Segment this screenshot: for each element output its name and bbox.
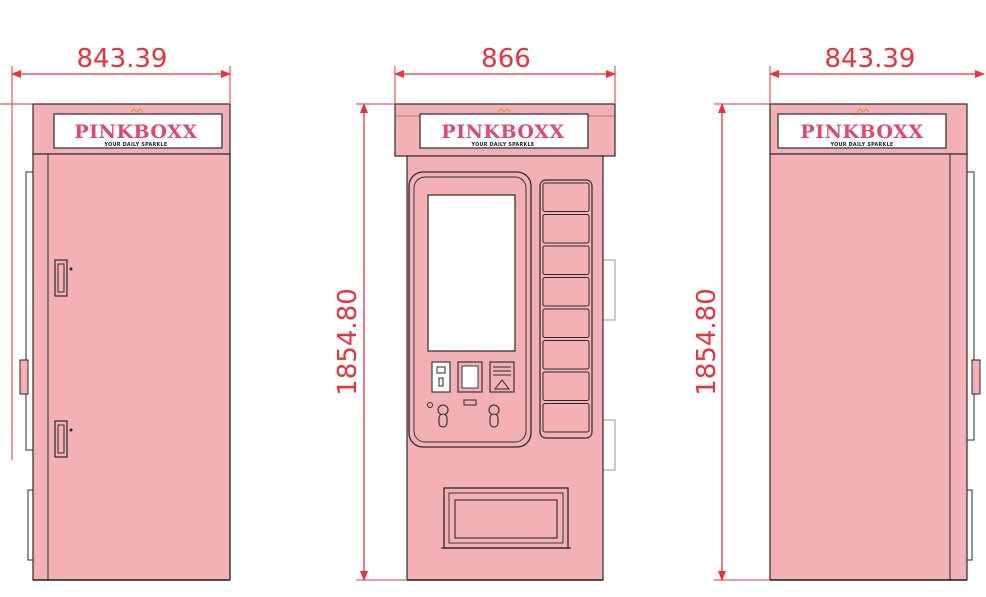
- locker-door[interactable]: [542, 308, 590, 338]
- locker-door[interactable]: [542, 182, 590, 212]
- right-height-dimension: 1854.80: [692, 103, 770, 581]
- crown-icon: [497, 108, 511, 113]
- left-side-bracket: [19, 359, 29, 395]
- right-brand-tagline: YOUR DAILY SPARKLE: [830, 142, 894, 148]
- left-handle-upper: [54, 259, 68, 297]
- left-brand-logo: PINKBOXX: [74, 121, 197, 143]
- left-cabinet-body: [32, 153, 231, 581]
- left-side-view: PINKBOXX YOUR DAILY SPARKLE: [19, 103, 231, 581]
- locker-door[interactable]: [542, 214, 590, 244]
- left-side-rail: [25, 171, 34, 451]
- front-width-dimension: 866: [394, 44, 616, 104]
- locker-door[interactable]: [542, 403, 590, 433]
- right-side-rail: [966, 171, 975, 441]
- right-logo-panel: [777, 113, 947, 149]
- front-height-dimension: 1854.80: [333, 103, 407, 581]
- locker-door[interactable]: [542, 245, 590, 275]
- right-brand-logo: PINKBOXX: [800, 121, 923, 143]
- front-width-label: 866: [481, 44, 531, 74]
- indicator-slot: [463, 399, 477, 406]
- locker-door[interactable]: [542, 340, 590, 370]
- left-logo-panel: [53, 113, 223, 149]
- right-width-label: 843.39: [825, 44, 916, 74]
- locker-door[interactable]: [542, 277, 590, 307]
- crown-icon: [130, 108, 144, 113]
- left-width-dimension: 843.39: [0, 44, 231, 460]
- left-width-label: 843.39: [77, 44, 168, 74]
- right-width-dimension: 843.39: [769, 44, 985, 104]
- right-side-view: PINKBOXX YOUR DAILY SPARKLE: [769, 103, 981, 581]
- front-view: PINKBOXX YOUR DAILY SPARKLE: [394, 103, 616, 581]
- right-cabinet-body: [769, 153, 968, 581]
- left-brand-tagline: YOUR DAILY SPARKLE: [104, 142, 168, 148]
- locker-door[interactable]: [542, 371, 590, 401]
- front-logo-panel: [419, 113, 589, 149]
- right-side-bracket: [971, 359, 981, 395]
- pickup-flap[interactable]: [454, 499, 558, 539]
- front-brand-tagline: YOUR DAILY SPARKLE: [471, 142, 535, 148]
- front-height-label: 1854.80: [333, 288, 363, 396]
- touch-screen[interactable]: [427, 194, 516, 352]
- front-brand-logo: PINKBOXX: [441, 121, 564, 143]
- crown-icon: [856, 108, 870, 113]
- left-handle-lower: [54, 420, 68, 458]
- right-height-label: 1854.80: [692, 288, 722, 396]
